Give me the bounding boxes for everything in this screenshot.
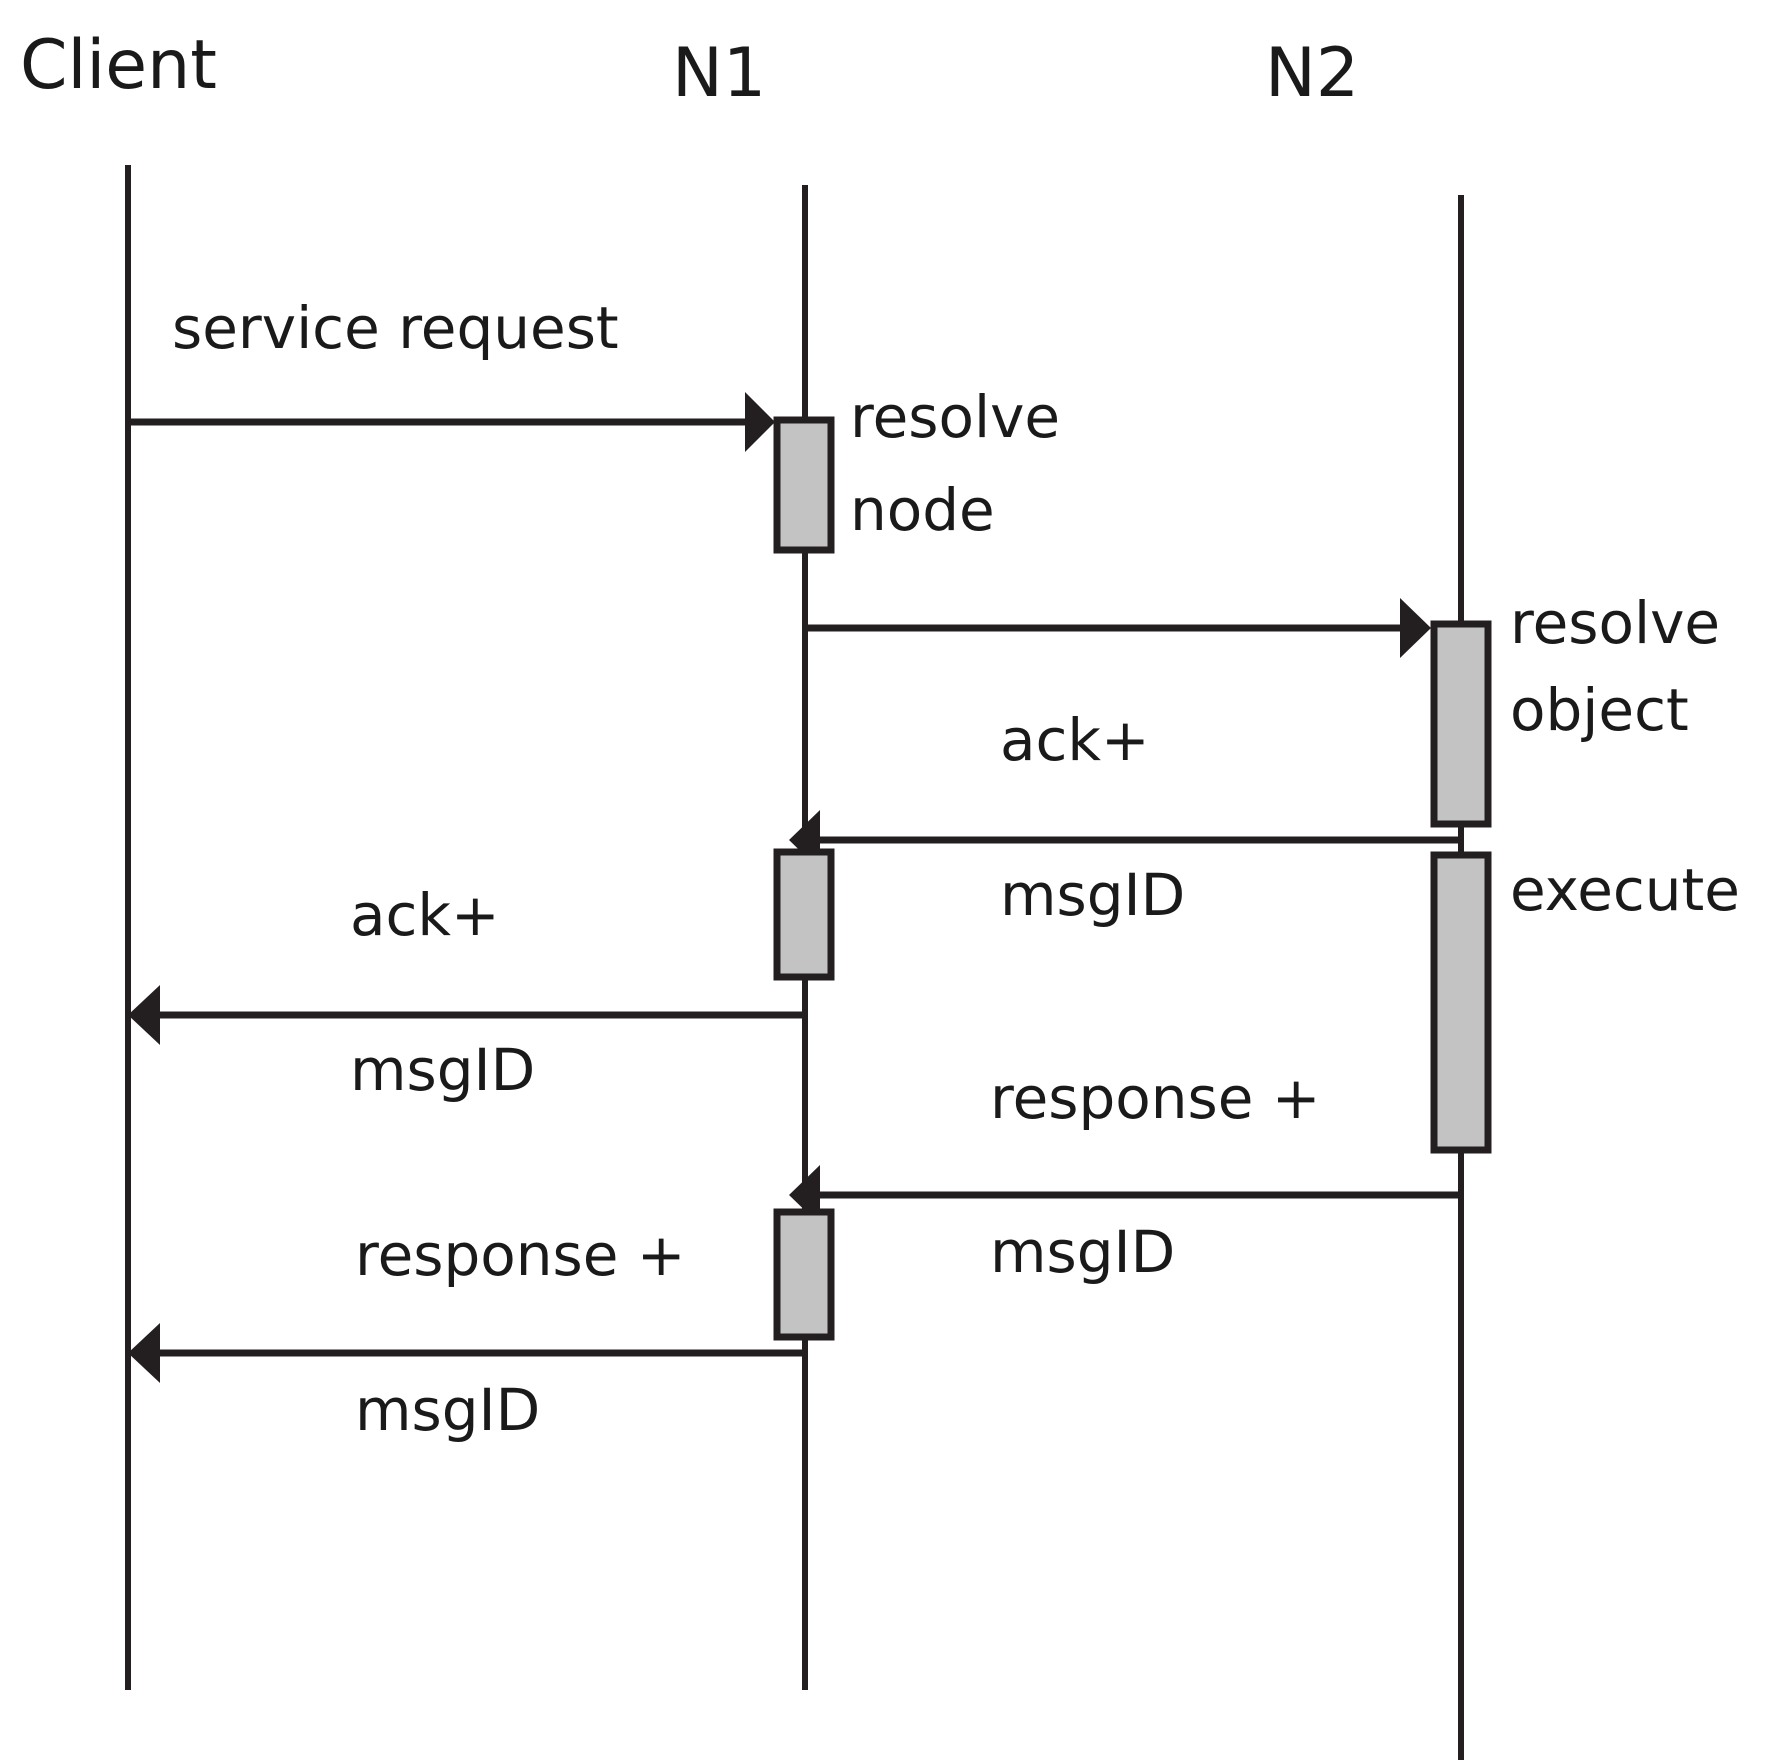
activation-label-execute: execute	[1510, 856, 1740, 924]
activation-label-resolve-object-line2: object	[1510, 676, 1689, 744]
message-label-ack-n2-to-n1-line2: msgID	[1000, 861, 1185, 929]
message-label-response-n1-to-client-line2: msgID	[355, 1376, 540, 1444]
arrow-head-icon-service-request	[745, 392, 775, 452]
arrow-head-icon-ack-n1-to-client	[128, 985, 160, 1045]
activation-bar-resolve-object	[1430, 620, 1492, 828]
activation-label-resolve-node-line2: node	[850, 476, 995, 544]
message-label-ack-n2-to-n1-line1: ack+	[1000, 706, 1150, 774]
lifeline-label-n1: N1	[672, 34, 766, 113]
message-label-service-request: service request	[172, 294, 619, 362]
message-label-response-n1-to-client-line1: response +	[355, 1221, 685, 1289]
message-label-response-n2-to-n1-line2: msgID	[990, 1218, 1175, 1286]
arrow-head-icon-n1-to-n2	[1400, 598, 1431, 658]
activation-label-resolve-object-line1: resolve	[1510, 589, 1720, 657]
activation-bar-execute	[1430, 851, 1492, 1154]
message-label-ack-n1-to-client-line2: msgID	[350, 1036, 535, 1104]
message-label-response-n2-to-n1-line1: response +	[990, 1064, 1320, 1132]
lifeline-label-client: Client	[20, 26, 217, 105]
activation-bar-n1-ack	[773, 848, 835, 981]
activation-label-resolve-node-line1: resolve	[850, 383, 1060, 451]
activation-bar-n1-response	[773, 1208, 835, 1341]
activation-bar-resolve-node	[773, 416, 835, 554]
lifeline-label-n2: N2	[1265, 34, 1359, 113]
message-label-ack-n1-to-client-line1: ack+	[350, 881, 500, 949]
arrow-head-icon-response-n1-to-client	[128, 1323, 160, 1383]
